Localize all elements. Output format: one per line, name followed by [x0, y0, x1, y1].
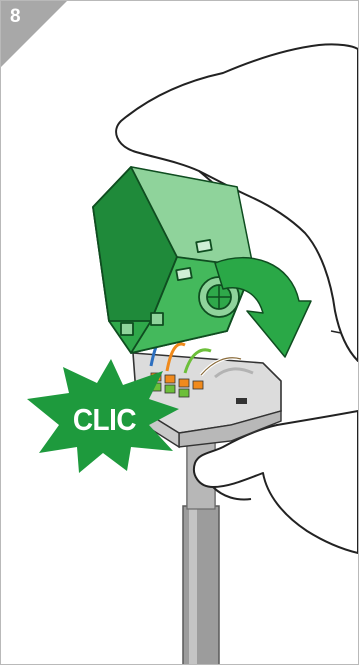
- connector-base: [133, 337, 281, 447]
- step-number: 8: [10, 7, 21, 26]
- clic-label: CLIC: [73, 403, 136, 438]
- clic-starburst: CLIC: [27, 359, 179, 473]
